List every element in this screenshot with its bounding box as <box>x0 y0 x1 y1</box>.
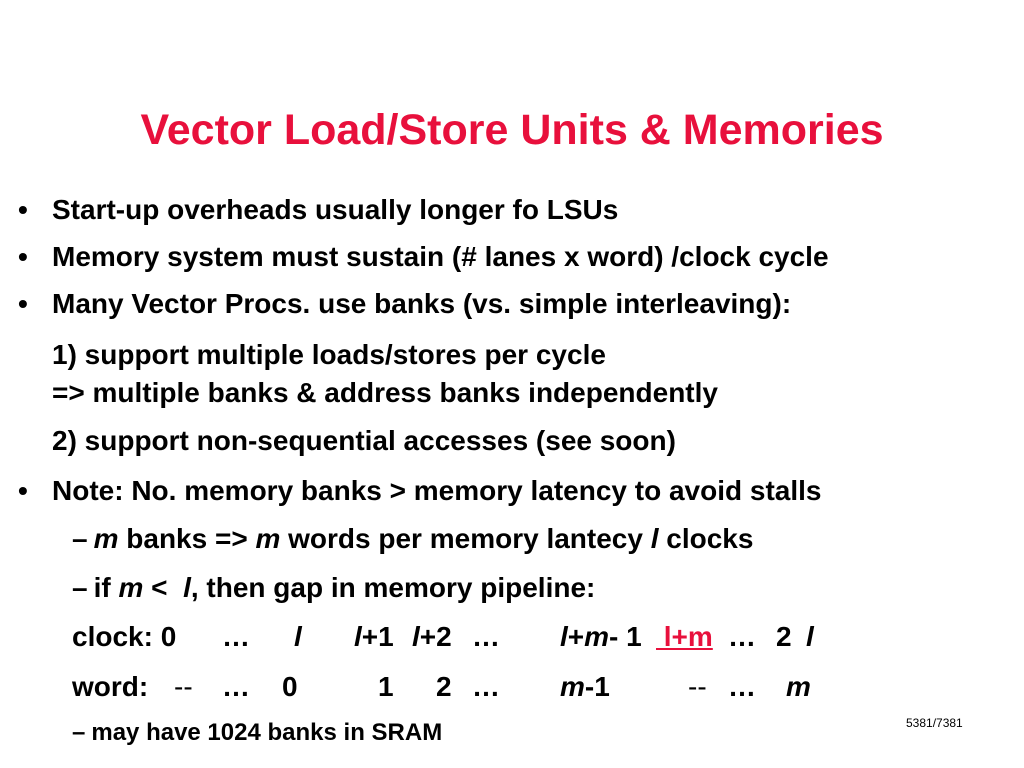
word-ellipsis-3: … <box>728 671 756 702</box>
word-0: 0 <box>282 671 298 702</box>
dash-marker: – <box>72 719 86 746</box>
text: words per memory lantecy <box>280 523 651 554</box>
bullet-text: Start-up overheads usually longer fo LSU… <box>52 194 619 225</box>
bullet-marker: • <box>18 241 28 272</box>
clock-label: clock: 0 <box>72 621 177 652</box>
word-2: 2 <box>436 671 452 702</box>
word-label: word: <box>72 671 149 702</box>
dash-item-3: –may have 1024 banks in SRAM <box>72 716 442 750</box>
text: clocks <box>658 523 754 554</box>
clock-l-plus-2: l+2 <box>412 621 452 652</box>
sub-point-1-line-1: 1) support multiple loads/stores per cyc… <box>52 339 606 370</box>
clock-2: 2 <box>776 621 792 652</box>
clock-l-plus-m: l+m <box>656 621 713 652</box>
clock-ellipsis-1: … <box>222 621 250 652</box>
clock-l: l <box>294 621 302 652</box>
var-m: m <box>93 523 119 554</box>
bullet-text: Memory system must sustain (# lanes x wo… <box>52 241 829 272</box>
bullet-text: Many Vector Procs. use banks (vs. simple… <box>52 288 792 319</box>
text: if <box>93 572 119 603</box>
text: may have 1024 banks in SRAM <box>91 719 443 746</box>
clock-l-plus-m-minus-1: l+m- 1 <box>560 621 642 652</box>
clock-ellipsis-3: … <box>728 621 756 652</box>
clock-row: clock: 0 … l l+1 l+2 … l+m- 1 l+m … 2 l <box>0 620 1024 656</box>
var-m: m <box>118 572 144 603</box>
slide-title: Vector Load/Store Units & Memories <box>140 106 884 154</box>
dash-item-1: –m banks => m words per memory lantecy l… <box>72 522 753 556</box>
clock-l-plus-1: l+1 <box>354 621 394 652</box>
word-1: 1 <box>378 671 394 702</box>
word-m: m <box>786 671 811 702</box>
text: , then gap in memory pipeline: <box>190 572 596 603</box>
word-dashes-2: -- <box>688 671 707 702</box>
word-dashes-1: -- <box>174 671 193 702</box>
text: banks => <box>118 523 256 554</box>
text: < <box>143 572 184 603</box>
var-l: l <box>650 523 659 554</box>
bullet-text: Note: No. memory banks > memory latency … <box>52 475 822 506</box>
dash-marker: – <box>72 523 88 554</box>
bullet-marker: • <box>18 288 28 319</box>
var-l: l <box>183 572 191 603</box>
sub-point-2: 2) support non-sequential accesses (see … <box>52 425 676 456</box>
word-m-minus-1: m-1 <box>560 671 610 702</box>
sub-point-1-line-2: => multiple banks & address banks indepe… <box>52 377 718 408</box>
word-ellipsis-2: … <box>472 671 500 702</box>
word-ellipsis-1: … <box>222 671 250 702</box>
bullet-marker: • <box>18 194 28 225</box>
dash-item-2: –if m < l, then gap in memory pipeline: <box>72 571 595 605</box>
word-row: word: -- … 0 1 2 … m-1 -- … m <box>0 670 1024 706</box>
course-number-footer: 5381/7381 <box>906 716 963 730</box>
var-m: m <box>255 523 281 554</box>
dash-marker: – <box>72 572 88 603</box>
bullet-marker: • <box>18 475 28 506</box>
clock-ellipsis-2: … <box>472 621 500 652</box>
clock-l-end: l <box>806 621 814 652</box>
